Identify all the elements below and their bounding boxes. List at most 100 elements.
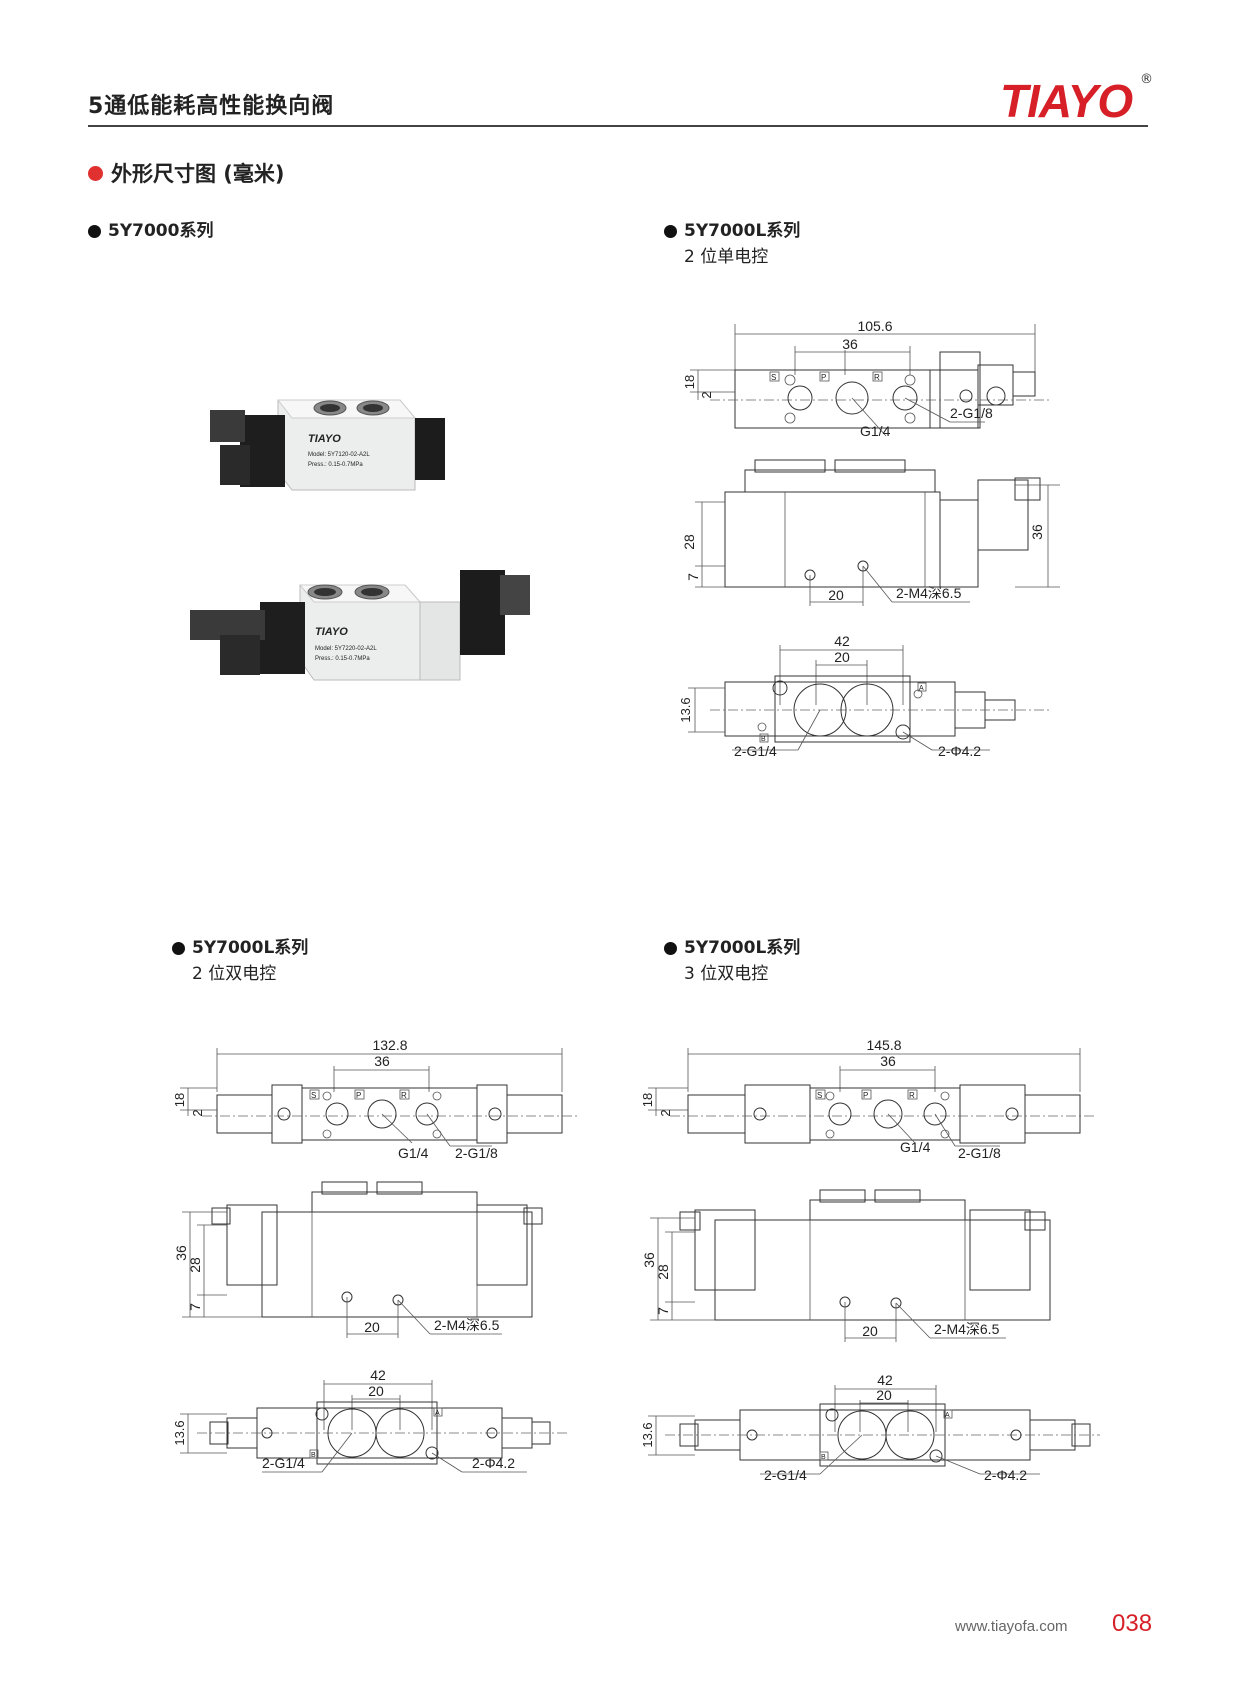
port-p: P [863,1091,868,1100]
brand-logo: TIAYO [1000,75,1133,127]
photo-press-2: Press.: 0.15-0.7MPa [315,656,370,662]
port-main-label: G1/4 [900,1139,931,1155]
dim-offset: 7 [187,1303,203,1311]
bottom-hole-label: 2-Φ4.2 [472,1455,515,1471]
port-b: B [311,1452,316,1459]
dim-bottom-height: 13.6 [678,697,693,722]
bottom-view: 42 20 A B 13.6 2-G1/4 2-Φ4.2 [678,633,1050,759]
bullet-icon [664,224,677,238]
section-title-text: 外形尺寸图 (毫米) [111,162,285,186]
port-s: S [771,373,776,382]
single-solenoid-valve-photo: TIAYO Model: 5Y7120-02-A2L Press.: 0.15-… [210,399,445,491]
block-d-mode: 3 位双电控 [684,964,769,984]
photo-model-2: Model: 5Y7220-02-A2L [315,646,377,652]
dim-bottom-height: 13.6 [172,1420,187,1445]
photo-press-1: Press.: 0.15-0.7MPa [308,462,363,468]
bottom-hole-label: 2-Φ4.2 [984,1467,1027,1480]
dim-total: 36 [641,1252,657,1268]
top-view: 145.8 36 S P R 18 2 G1/4 2-G1/8 [640,1040,1095,1161]
port-small-label: 2-G1/8 [455,1145,498,1161]
dim-overall: 145.8 [866,1040,901,1053]
dim-total: 36 [173,1245,189,1261]
registered-mark: ® [1140,72,1153,87]
dim-h1: 18 [172,1093,187,1107]
thread-label: 2-M4深6.5 [934,1321,1000,1337]
footer-url: www.tiayofa.com [955,1618,1068,1635]
bottom-view: 42 20 A B 13.6 2-G1/4 2-Φ4.2 [172,1367,567,1473]
photo-brand-1: TIAYO [308,433,341,445]
side-view: 36 28 7 20 2-M4深6.5 [173,1181,543,1338]
dim-h1: 18 [640,1093,655,1107]
dim-total: 36 [1029,524,1045,540]
drawing-3pos-double: 145.8 36 S P R 18 2 G1/4 2-G1/8 [640,1040,1100,1480]
block-b-series: 5Y7000L系列 [684,221,801,241]
dim-h2: 2 [190,1109,205,1116]
block-c-mode: 2 位双电控 [192,964,277,984]
block-d-label: 5Y7000L系列 3 位双电控 [664,935,800,987]
dim-thread-pitch: 20 [364,1319,380,1335]
dim-height: 28 [681,534,697,550]
port-s: S [817,1091,822,1100]
header-divider [88,125,1148,127]
red-bullet-icon [88,165,103,181]
dim-h1: 18 [682,375,697,389]
bottom-hole-label: 2-Φ4.2 [938,743,981,759]
dim-bottom-pitch: 20 [368,1383,384,1399]
bottom-view: 42 20 A B 13.6 2-G1/4 2-Φ4.2 [640,1372,1100,1480]
dim-bottom-pitch: 20 [834,649,850,665]
port-main-label: G1/4 [398,1145,429,1161]
block-d-series: 5Y7000L系列 [684,938,801,958]
dim-pitch: 36 [374,1053,390,1069]
bottom-port-label: 2-G1/4 [764,1467,807,1480]
port-a: A [435,1410,440,1417]
dim-h2: 2 [658,1109,673,1116]
port-p: P [356,1091,361,1100]
side-view: 36 28 7 20 2-M4深6.5 [641,1189,1051,1342]
port-main-label: G1/4 [860,423,891,439]
bullet-icon [88,224,101,238]
product-photos: TIAYO Model: 5Y7120-02-A2L Press.: 0.15-… [190,399,530,681]
side-view: 28 7 36 20 2-M4深6.5 [681,459,1060,606]
drawing-2pos-single: 105.6 36 S P R 18 2 2-G1/8 G1/4 [678,320,1060,759]
port-s: S [311,1091,316,1100]
dim-overall: 132.8 [372,1040,407,1053]
port-small-label: 2-G1/8 [958,1145,1001,1161]
dim-overall: 105.6 [857,320,892,334]
thread-label: 2-M4深6.5 [434,1317,500,1333]
photo-model-1: Model: 5Y7120-02-A2L [308,452,370,458]
port-a: A [945,1412,950,1419]
page-header-title: 5通低能耗高性能换向阀 [88,94,335,119]
top-view: 105.6 36 S P R 18 2 2-G1/8 G1/4 [682,320,1050,439]
thread-label: 2-M4深6.5 [896,585,962,601]
port-r: R [401,1091,407,1100]
block-b-mode: 2 位单电控 [684,247,769,267]
port-p: P [821,373,826,382]
dim-offset: 7 [685,573,701,581]
section-title: 外形尺寸图 (毫米) [88,158,285,188]
dim-offset: 7 [655,1307,671,1315]
port-small-label: 2-G1/8 [950,405,993,421]
dim-bottom-height: 13.6 [640,1422,655,1447]
dim-span: 42 [370,1367,386,1383]
bullet-icon [664,941,677,955]
dim-span: 42 [834,633,850,649]
dim-thread-pitch: 20 [862,1323,878,1339]
dim-pitch: 36 [880,1053,896,1069]
photo-brand-2: TIAYO [315,626,348,638]
bottom-port-label: 2-G1/4 [262,1455,305,1471]
top-view: 132.8 36 S P R 18 2 G1/4 2-G1/8 [172,1040,577,1161]
dim-span: 42 [877,1372,893,1388]
bullet-icon [172,941,185,955]
block-b-label: 5Y7000L系列 2 位单电控 [664,218,800,270]
port-b: B [761,736,766,743]
dim-pitch: 36 [842,336,858,352]
drawing-2pos-double: 132.8 36 S P R 18 2 G1/4 2-G1/8 [172,1040,577,1473]
port-r: R [874,373,880,382]
page-number: 038 [1112,1610,1153,1637]
dim-height: 28 [655,1264,671,1280]
block-c-series: 5Y7000L系列 [192,938,309,958]
port-a: A [919,685,924,692]
port-r: R [909,1091,915,1100]
double-solenoid-valve-photo: TIAYO Model: 5Y7220-02-A2L Press.: 0.15-… [190,570,530,681]
block-c-label: 5Y7000L系列 2 位双电控 [172,935,308,987]
